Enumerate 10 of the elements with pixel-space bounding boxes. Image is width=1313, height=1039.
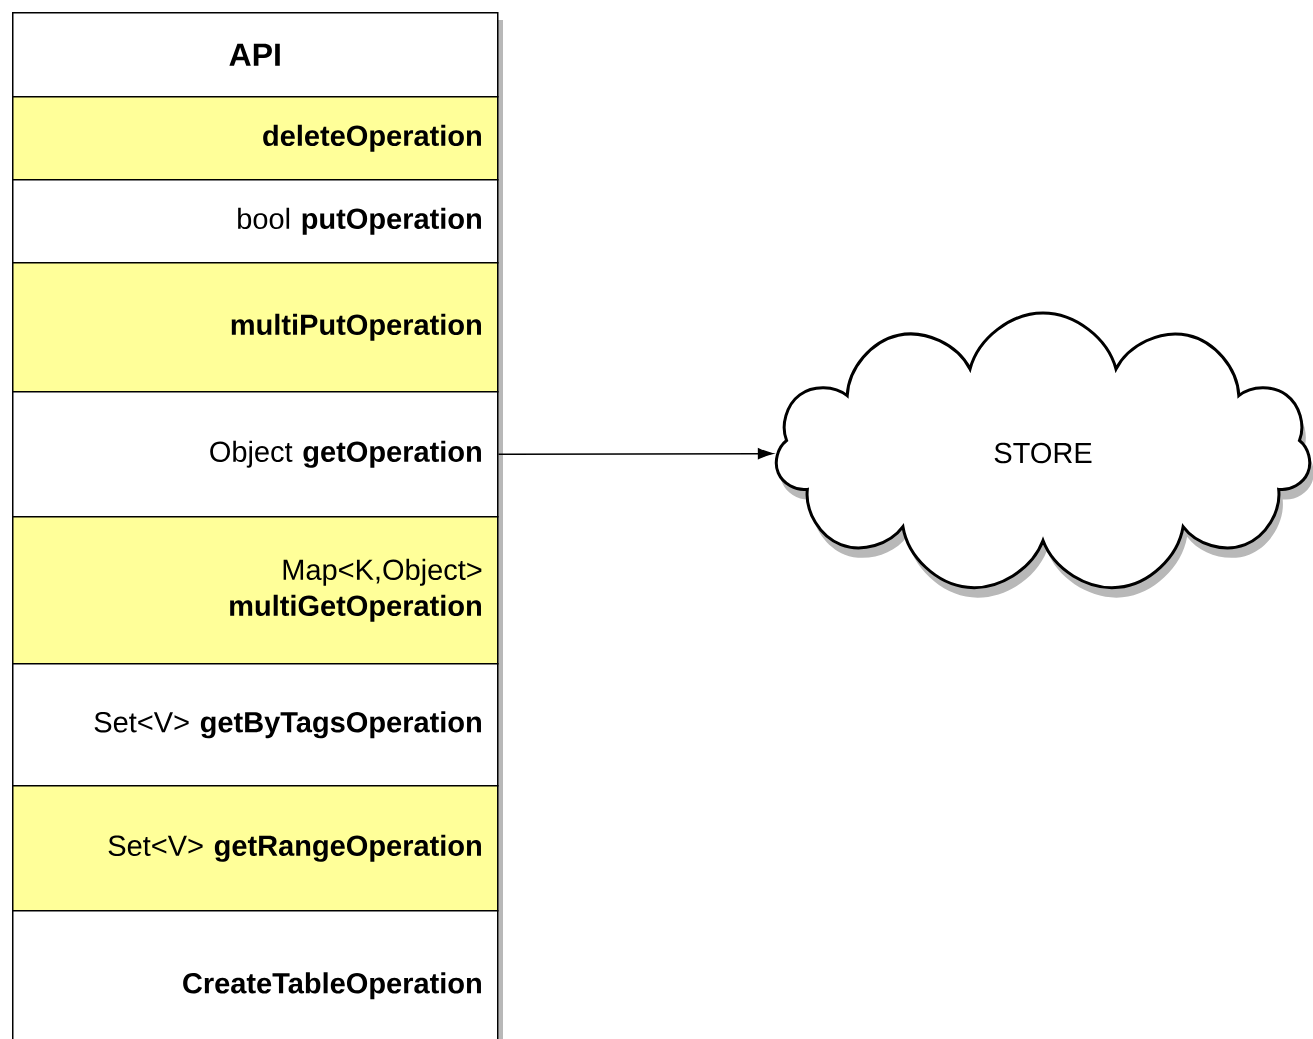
operation-cell: Set<V> getByTagsOperation <box>12 663 499 787</box>
operation-cell: bool putOperation <box>12 179 499 264</box>
operation-cell: CreateTableOperation <box>12 910 499 1039</box>
arrow <box>497 448 774 460</box>
operation-cell: Object getOperation <box>12 391 499 518</box>
operation-cell: Set<V> getRangeOperation <box>12 785 499 912</box>
header-cell: API <box>12 12 499 98</box>
operation-cell: deleteOperation <box>12 96 499 181</box>
operation-cell: multiPutOperation <box>12 262 499 393</box>
operation-cell: Map<K,Object> multiGetOperation <box>12 516 499 665</box>
